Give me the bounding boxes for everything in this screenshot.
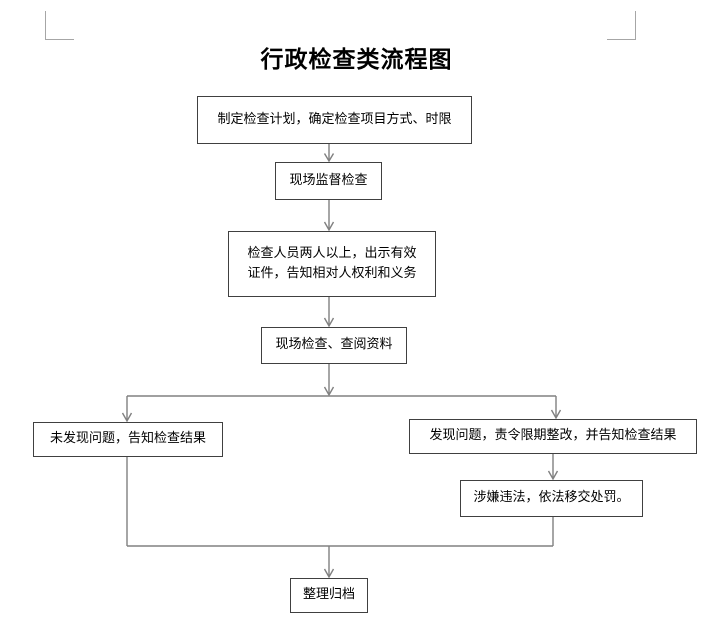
edge-n1-n2-head: [323, 153, 335, 163]
node-label: 现场检查、查阅资料: [275, 337, 393, 353]
corner-mark-top-left-icon: [45, 11, 74, 40]
node-label: 未发现问题，告知检查结果: [49, 431, 206, 447]
node-label: 发现问题，责令限期整改，并告知检查结果: [429, 428, 677, 444]
edge-n6-n7-head: [547, 470, 559, 481]
node-label: 制定检查计划，确定检查项目方式、时限: [217, 111, 452, 127]
page-title: 行政检查类流程图: [260, 46, 453, 73]
node-label: 涉嫌违法，依法移交处罚。: [473, 490, 630, 506]
node-label: 检查人员两人以上，出示有效 证件，告知相对人权利和义务: [247, 245, 417, 281]
node-onsite-supervision: 现场监督检查: [275, 162, 382, 200]
node-plan-inspection: 制定检查计划，确定检查项目方式、时限: [197, 96, 472, 144]
edge-n4-split-head: [323, 386, 335, 397]
edge-n3-n4-head: [323, 317, 335, 328]
corner-mark-top-right-icon: [607, 11, 636, 40]
edge-n2-n3-head: [323, 221, 335, 232]
edge-split-right-head: [550, 409, 562, 420]
node-label: 现场监督检查: [289, 172, 368, 188]
node-inspector-requirements: 检查人员两人以上，出示有效 证件，告知相对人权利和义务: [228, 231, 436, 297]
node-no-problem-found: 未发现问题，告知检查结果: [33, 422, 223, 457]
node-onsite-check-review: 现场检查、查阅资料: [261, 327, 407, 364]
edge-split-left-head: [121, 412, 133, 423]
node-problem-found-rectify: 发现问题，责令限期整改，并告知检查结果: [409, 419, 697, 454]
node-label: 整理归档: [302, 587, 355, 603]
node-archive: 整理归档: [290, 578, 368, 613]
edge-merge-to-n8-head: [323, 568, 335, 579]
node-suspected-illegal-transfer: 涉嫌违法，依法移交处罚。: [460, 480, 643, 517]
